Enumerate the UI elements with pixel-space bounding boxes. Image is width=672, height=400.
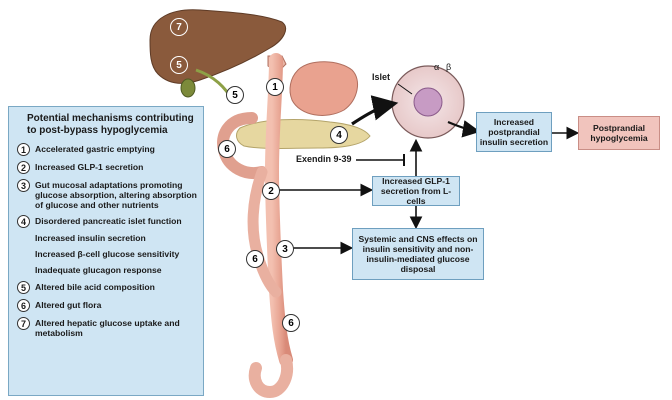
gallbladder [181,79,195,97]
marker-liver-7: 7 [170,18,188,36]
marker-gut-6: 6 [218,140,236,158]
glp1-secretion-box: Increased GLP-1 secretion from L-cells [372,176,460,206]
marker-limb-2: 2 [262,182,280,200]
arrow-pancreas-to-islet [352,104,392,124]
stomach-remnant [290,62,358,116]
alpha-label: α [434,62,439,72]
mechanism-subitem: Increased β-cell glucose sensitivity [35,249,197,259]
exendin-label: Exendin 9-39 [296,154,352,164]
common-channel [255,360,287,392]
roux-limb [272,60,286,360]
mechanisms-panel: Potential mechanisms contributing to pos… [8,106,204,396]
marker-stomach-1: 1 [266,78,284,96]
insulin-secretion-box: Increased postprandial insulin secretion [476,112,552,152]
marker-limb-6-bottom: 6 [282,314,300,332]
marker-bile-duct-5: 5 [226,86,244,104]
islet-core [414,88,442,116]
islet-label: Islet [372,72,390,82]
mechanism-subitem: Increased insulin secretion [35,233,197,243]
beta-label: β [446,62,451,72]
marker-limb-3: 3 [276,240,294,258]
marker-pancreas-4: 4 [330,126,348,144]
liver [150,10,286,84]
systemic-effects-box: Systemic and CNS effects on insulin sens… [352,228,484,280]
pancreas [237,120,370,149]
marker-limb-6: 6 [246,250,264,268]
panel-title: Potential mechanisms contributing to pos… [27,113,197,137]
marker-liver-5: 5 [170,56,188,74]
mechanism-subitem: Inadequate glucagon response [35,265,197,275]
hypoglycemia-box: Postprandial hypoglycemia [578,116,660,150]
